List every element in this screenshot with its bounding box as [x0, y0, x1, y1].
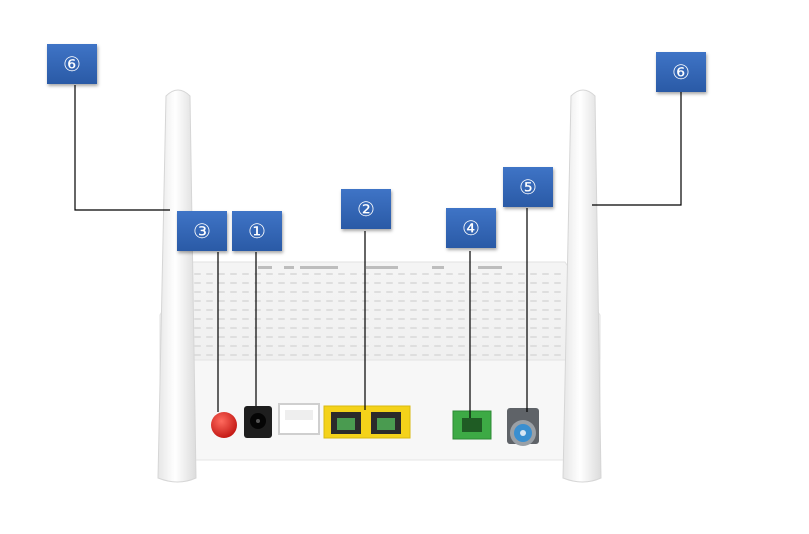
callout-3: ③: [177, 211, 227, 251]
power-jack-icon: [244, 406, 272, 438]
callout-5: ⑤: [503, 167, 553, 207]
callout-4: ④: [446, 208, 496, 248]
callout-1: ①: [232, 211, 282, 251]
lan-port-icon: [323, 405, 411, 439]
pon-port-icon: [452, 410, 492, 440]
callout-6-left: ⑥: [47, 44, 97, 84]
callout-6-right: ⑥: [656, 52, 706, 92]
callout-2: ②: [341, 189, 391, 229]
catv-connector-icon: [507, 408, 539, 446]
leader-lines: [74, 85, 682, 418]
power-button-icon: [211, 412, 237, 438]
right-antenna-icon: [562, 89, 602, 483]
left-antenna-icon: [157, 89, 197, 483]
usb-port-icon: [278, 403, 320, 435]
